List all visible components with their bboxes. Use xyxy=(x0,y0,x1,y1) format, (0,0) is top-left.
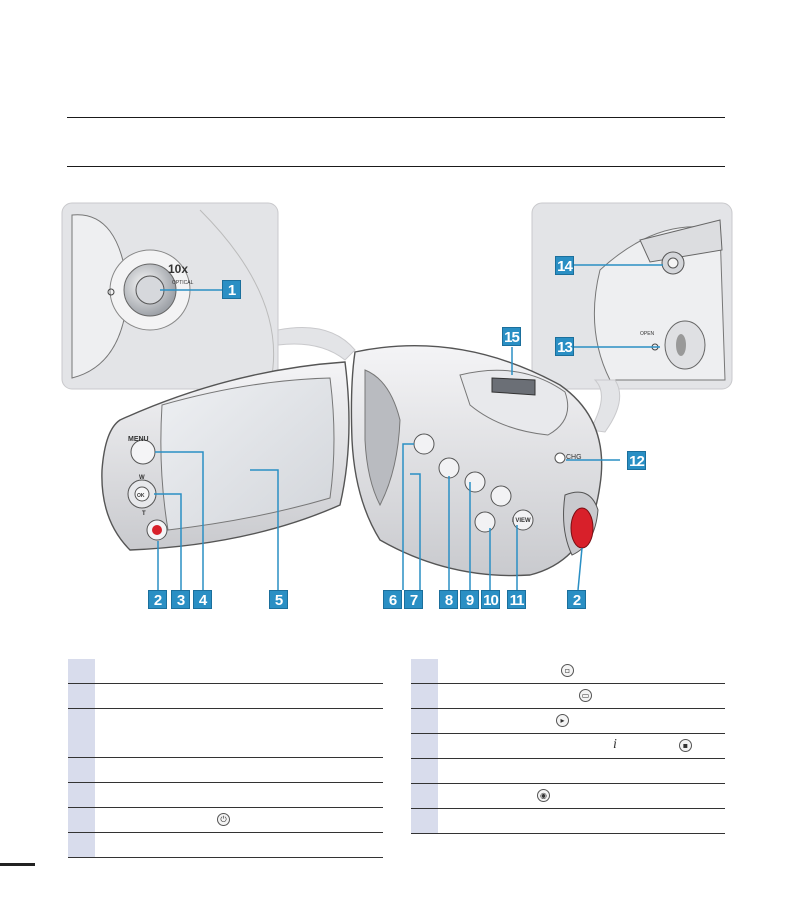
legend-row xyxy=(68,683,383,709)
callout-14: 14 xyxy=(555,256,574,275)
row-text xyxy=(438,808,725,834)
power-icon: ⏻ xyxy=(217,813,230,826)
display-icon: ▫ xyxy=(561,664,574,677)
mode-icon: ▭ xyxy=(579,689,592,702)
row-number xyxy=(411,808,438,834)
row-text: ▸ xyxy=(438,708,725,734)
row-number xyxy=(411,708,438,734)
page-edge-tab xyxy=(0,863,35,866)
iview-text: i VIEW xyxy=(512,518,531,524)
row-text: ▫ xyxy=(438,659,725,684)
legend-row: i▪ xyxy=(411,733,725,759)
row-number xyxy=(68,683,95,709)
legend-row: ▸ xyxy=(411,708,725,734)
callout-12: 12 xyxy=(627,451,646,470)
row-text: ⏻ xyxy=(95,807,383,833)
playback-icon: ▸ xyxy=(556,714,569,727)
camcorder-body xyxy=(350,345,603,577)
callout-7: 7 xyxy=(404,590,423,609)
row-number xyxy=(68,708,95,758)
row-number xyxy=(411,683,438,709)
legend-row: ▫ xyxy=(411,659,725,684)
legend-row xyxy=(411,808,725,834)
row-text xyxy=(95,683,383,709)
row-number xyxy=(68,807,95,833)
row-text: ◉ xyxy=(438,783,725,809)
callout-13: 13 xyxy=(555,337,574,356)
callout-3: 3 xyxy=(171,590,190,609)
header-rule-top xyxy=(67,117,725,118)
row-number xyxy=(411,758,438,784)
row-text xyxy=(95,782,383,808)
callout-1: 1 xyxy=(222,280,241,299)
callout-2-right: 2 xyxy=(567,590,586,609)
callout-6: 6 xyxy=(383,590,402,609)
legend-row xyxy=(68,659,383,684)
legend-row xyxy=(68,708,383,758)
open-text: OPEN xyxy=(640,331,655,337)
legend-row: ▭ xyxy=(411,683,725,709)
legend-row xyxy=(68,782,383,808)
legend-row xyxy=(68,757,383,783)
callout-8: 8 xyxy=(439,590,458,609)
row-text xyxy=(95,659,383,684)
legend-row: ◉ xyxy=(411,783,725,809)
optical-sub-text: OPTICAL xyxy=(172,280,194,286)
lens-closeup-inset xyxy=(61,202,279,390)
row-text: i▪ xyxy=(438,733,725,759)
chg-text: CHG xyxy=(566,454,582,461)
optical-zoom-text: 10x xyxy=(168,262,188,276)
row-number xyxy=(68,757,95,783)
legend-row xyxy=(68,832,383,858)
iview-i-icon: i xyxy=(613,737,617,752)
row-text xyxy=(95,832,383,858)
row-number xyxy=(411,659,438,684)
legend-row: ⏻ xyxy=(68,807,383,833)
header-rule-bottom xyxy=(67,166,725,167)
photo-icon: ◉ xyxy=(537,789,550,802)
legend-row xyxy=(411,758,725,784)
callout-2-left: 2 xyxy=(148,590,167,609)
row-number xyxy=(411,783,438,809)
legend-table-left: ⏻ xyxy=(68,659,383,858)
row-text xyxy=(95,708,383,758)
side-closeup-inset xyxy=(531,202,733,390)
row-number xyxy=(68,659,95,684)
row-text xyxy=(438,758,725,784)
ok-text: OK xyxy=(137,493,145,499)
callout-10: 10 xyxy=(481,590,500,609)
callout-9: 9 xyxy=(460,590,479,609)
callout-5: 5 xyxy=(269,590,288,609)
zoom-w-text: W xyxy=(139,475,145,481)
row-text: ▭ xyxy=(438,683,725,709)
row-text xyxy=(95,757,383,783)
row-number xyxy=(68,782,95,808)
row-number xyxy=(68,832,95,858)
row-number xyxy=(411,733,438,759)
legend-table-right: ▫ ▭ ▸ i▪ ◉ xyxy=(411,659,725,834)
callout-11: 11 xyxy=(507,590,526,609)
lcd-panel xyxy=(101,361,350,551)
menu-text: MENU xyxy=(128,436,149,443)
smart-auto-icon: ▪ xyxy=(679,739,692,752)
callout-15: 15 xyxy=(502,327,521,346)
zoom-t-text: T xyxy=(142,511,146,517)
callout-4: 4 xyxy=(193,590,212,609)
